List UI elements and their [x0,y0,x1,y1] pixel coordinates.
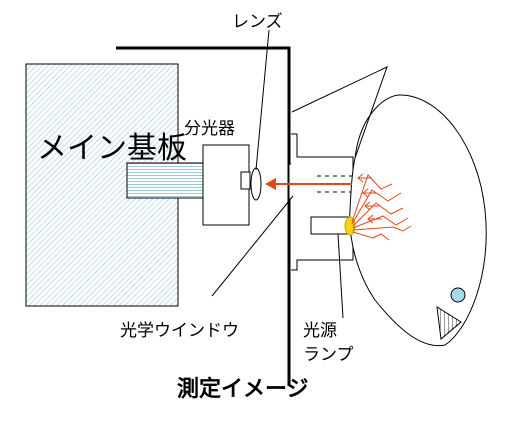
lamp-leader-line [337,233,344,319]
diagram-caption: 測定イメージ [177,377,309,402]
lens-label: レンズ [232,12,283,32]
ray-mid [352,202,404,227]
fish-eye [450,287,466,303]
light-source-label-2: ランプ [303,345,354,365]
spectrometer-slit [240,171,251,190]
window-leader-line [211,195,294,297]
sensor-housing [291,133,354,271]
reflection-arrow-3 [364,201,379,211]
fish-fin [436,306,462,340]
ray-mid-upper [351,189,402,225]
fish-tail [291,66,388,159]
measurement-beam-head [265,178,276,190]
reflection-arrow-2 [362,188,376,198]
reflection-arrow-1 [357,173,372,183]
light-source-label-1: 光源 [303,321,337,341]
ray-bottom [352,231,390,241]
ray-upper [351,174,393,223]
lamp-holder [310,216,349,235]
reflected-light-paths [351,173,412,241]
lens-leader-line [255,29,270,171]
spectrometer-label: 分光器 [184,119,235,139]
ray-mid-lower [352,215,409,229]
board-connector [126,162,205,199]
ray-lower [352,225,412,232]
reflection-arrow-4 [367,214,382,224]
housing-wall [116,46,291,386]
main-board-label: メイン基板 [37,131,187,166]
lens [250,167,262,201]
optical-window-label: 光学ウインドウ [120,321,239,341]
